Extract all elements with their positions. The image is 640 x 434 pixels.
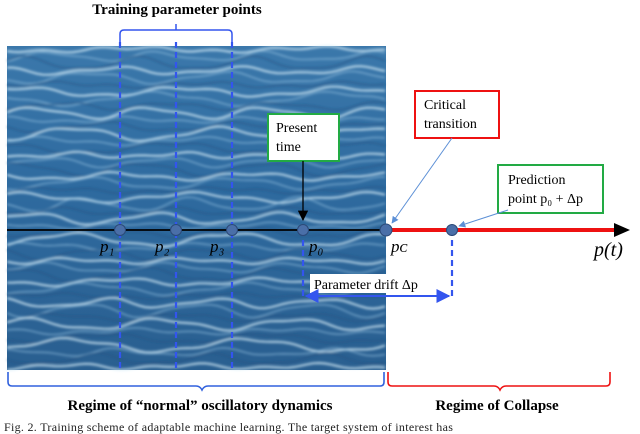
present-time-line1: Present bbox=[276, 121, 317, 136]
wave-stroke bbox=[6, 211, 386, 226]
wave-stroke bbox=[7, 162, 386, 178]
wave-stroke bbox=[6, 45, 386, 54]
wave-stroke bbox=[6, 70, 386, 85]
present-time-text: Present time bbox=[276, 121, 321, 155]
critical-transition-line1: Critical bbox=[424, 98, 466, 113]
wave-stroke bbox=[6, 256, 386, 266]
critical-transition-arrow bbox=[391, 137, 453, 224]
wave-stroke bbox=[6, 65, 386, 76]
label-pc: pᴄ bbox=[390, 237, 408, 256]
wave-stroke bbox=[6, 241, 386, 252]
critical-transition-line2: transition bbox=[424, 117, 477, 132]
wave-stroke bbox=[6, 80, 386, 89]
node-p1 bbox=[114, 224, 126, 236]
node-p3 bbox=[226, 224, 238, 236]
axis-arrowhead bbox=[614, 223, 630, 237]
node-prediction bbox=[446, 224, 458, 236]
wave-stroke bbox=[6, 231, 386, 248]
label-p1: p₁ bbox=[99, 237, 114, 256]
wave-stroke bbox=[6, 196, 386, 213]
wave-stroke bbox=[6, 316, 386, 332]
prediction-point-line1: Prediction bbox=[508, 173, 566, 188]
wave-stroke bbox=[6, 352, 386, 365]
figure-caption: Fig. 2. Training scheme of adaptable mac… bbox=[4, 420, 454, 434]
wave-stroke bbox=[6, 333, 386, 345]
present-time-box bbox=[267, 113, 340, 162]
label-p3: p₃ bbox=[209, 237, 225, 256]
label-p2: p₂ bbox=[154, 237, 170, 256]
normal-regime-bracket bbox=[7, 372, 385, 392]
wave-stroke bbox=[6, 55, 386, 70]
wave-stroke bbox=[6, 312, 386, 323]
label-p0: p₀ bbox=[308, 237, 324, 256]
wave-stroke bbox=[6, 303, 386, 319]
parameter-nodes bbox=[114, 223, 458, 237]
collapse-regime-bracket bbox=[387, 372, 611, 392]
prediction-point-box bbox=[497, 164, 604, 214]
drift-label: Parameter drift Δp bbox=[314, 278, 418, 293]
prediction-point-line2: point p₀ + Δp bbox=[508, 192, 583, 207]
critical-transition-text: Critical transition bbox=[424, 98, 477, 132]
drift-label-bg bbox=[310, 274, 446, 293]
wave-stroke bbox=[6, 347, 386, 357]
wave-stroke bbox=[6, 206, 386, 215]
wave-stroke bbox=[6, 90, 386, 107]
wave-stroke bbox=[6, 157, 386, 169]
node-p2 bbox=[170, 224, 182, 236]
critical-transition-box bbox=[414, 90, 500, 139]
wave-stroke bbox=[6, 247, 386, 262]
training-bracket bbox=[119, 29, 233, 42]
wave-stroke bbox=[6, 170, 386, 182]
training-heading: Training parameter points bbox=[92, 2, 262, 18]
node-pc bbox=[379, 223, 393, 237]
wave-stroke bbox=[6, 176, 386, 191]
wave-stroke bbox=[6, 50, 386, 63]
wave-stroke bbox=[6, 100, 386, 112]
collapse-regime-label: Regime of Collapse bbox=[435, 398, 559, 414]
wave-stroke bbox=[6, 221, 386, 230]
wave-stroke bbox=[6, 361, 386, 371]
wave-stroke bbox=[6, 85, 386, 98]
present-time-line2: time bbox=[276, 140, 301, 155]
normal-regime-label: Regime of “normal” oscillatory dynamics bbox=[68, 398, 333, 414]
wave-stroke bbox=[6, 336, 386, 354]
prediction-point-arrow bbox=[458, 209, 509, 228]
ocean-image bbox=[6, 45, 386, 371]
node-p0 bbox=[297, 224, 309, 236]
training-lines bbox=[118, 42, 454, 370]
wave-stroke bbox=[6, 186, 386, 195]
wave-stroke bbox=[6, 327, 386, 336]
axis-label: p(t) bbox=[592, 239, 623, 261]
wave-stroke bbox=[6, 261, 386, 274]
prediction-point-text: Prediction point p₀ + Δp bbox=[508, 173, 583, 207]
